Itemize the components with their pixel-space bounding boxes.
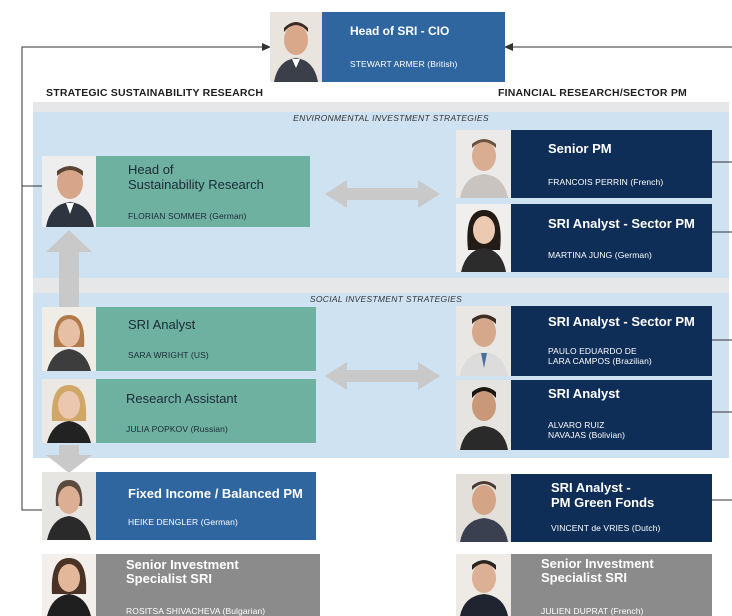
left-column-title: STRATEGIC SUSTAINABILITY RESEARCH (46, 87, 264, 99)
left-card-2: SRI Analyst SARA WRIGHT (US) (42, 307, 316, 371)
left-card-5: Senior Investment Specialist SRI ROSITSA… (42, 554, 320, 616)
right-card-5-name: VINCENT de VRIES (Dutch) (551, 523, 661, 533)
left-card-3: Research Assistant JULIA POPKOV (Russian… (42, 379, 316, 443)
head-role: Head of SRI - CIO (350, 24, 450, 38)
left-card-5-name: ROSITSA SHIVACHEVA (Bulgarian) (126, 606, 266, 616)
right-card-1-role: Senior PM (548, 141, 612, 156)
environmental-band-title: ENVIRONMENTAL INVESTMENT STRATEGIES (293, 113, 489, 123)
right-card-1: Senior PM FRANCOIS PERRIN (French) (456, 130, 712, 198)
left-card-3-name: JULIA POPKOV (Russian) (126, 424, 228, 434)
person-photo (456, 554, 511, 616)
right-card-2: SRI Analyst - Sector PM MARTINA JUNG (Ge… (456, 204, 712, 272)
person-photo (456, 306, 511, 376)
right-card-6-role: Senior Investment Specialist SRI (541, 556, 654, 585)
person-photo (42, 554, 96, 616)
right-card-6-name: JULIEN DUPRAT (French) (541, 606, 644, 616)
person-photo (42, 379, 96, 443)
left-card-2-role: SRI Analyst (128, 317, 196, 332)
right-card-1-name: FRANCOIS PERRIN (French) (548, 177, 664, 187)
right-column-title: FINANCIAL RESEARCH/SECTOR PM (498, 87, 687, 99)
left-card-1: Head of Sustainability Research FLORIAN … (42, 156, 310, 227)
left-card-3-role: Research Assistant (126, 391, 238, 406)
double-arrow-social (325, 362, 440, 390)
head-card: Head of SRI - CIO STEWART ARMER (British… (270, 12, 505, 82)
person-photo (42, 472, 96, 540)
left-card-4-name: HEIKE DENGLER (German) (128, 517, 238, 527)
right-card-4-name: ALVARO RUIZ NAVAJAS (Bolivian) (548, 420, 626, 440)
down-arrow (46, 445, 92, 473)
right-card-2-role: SRI Analyst - Sector PM (548, 216, 695, 231)
person-photo (456, 474, 511, 542)
right-card-2-name: MARTINA JUNG (German) (548, 250, 652, 260)
left-card-1-name: FLORIAN SOMMER (German) (128, 211, 247, 221)
left-card-2-name: SARA WRIGHT (US) (128, 350, 209, 360)
double-arrow-environmental (325, 180, 440, 208)
left-card-4: Fixed Income / Balanced PM HEIKE DENGLER… (42, 472, 316, 540)
head-photo (270, 12, 322, 82)
person-photo (456, 130, 511, 198)
left-card-1-role: Head of Sustainability Research (128, 162, 264, 192)
up-arrow (46, 230, 92, 310)
person-photo (42, 156, 96, 227)
right-card-4: SRI Analyst ALVARO RUIZ NAVAJAS (Bolivia… (456, 380, 712, 450)
person-photo (456, 204, 511, 272)
right-card-4-role: SRI Analyst (548, 386, 620, 401)
right-card-5: SRI Analyst - PM Green Fonds VINCENT de … (456, 474, 712, 542)
left-card-4-role: Fixed Income / Balanced PM (128, 486, 303, 501)
right-card-3: SRI Analyst - Sector PM PAULO EDUARDO DE… (456, 306, 712, 376)
right-card-5-role: SRI Analyst - PM Green Fonds (551, 480, 655, 510)
person-photo (42, 307, 96, 371)
right-card-3-name: PAULO EDUARDO DE LARA CAMPOS (Brazilian) (548, 346, 652, 366)
person-photo (456, 380, 511, 450)
head-name: STEWART ARMER (British) (350, 59, 458, 69)
right-card-3-role: SRI Analyst - Sector PM (548, 314, 695, 329)
right-card-6: Senior Investment Specialist SRI JULIEN … (456, 554, 712, 616)
social-band-title: SOCIAL INVESTMENT STRATEGIES (309, 294, 463, 304)
left-card-5-role: Senior Investment Specialist SRI (126, 557, 239, 586)
